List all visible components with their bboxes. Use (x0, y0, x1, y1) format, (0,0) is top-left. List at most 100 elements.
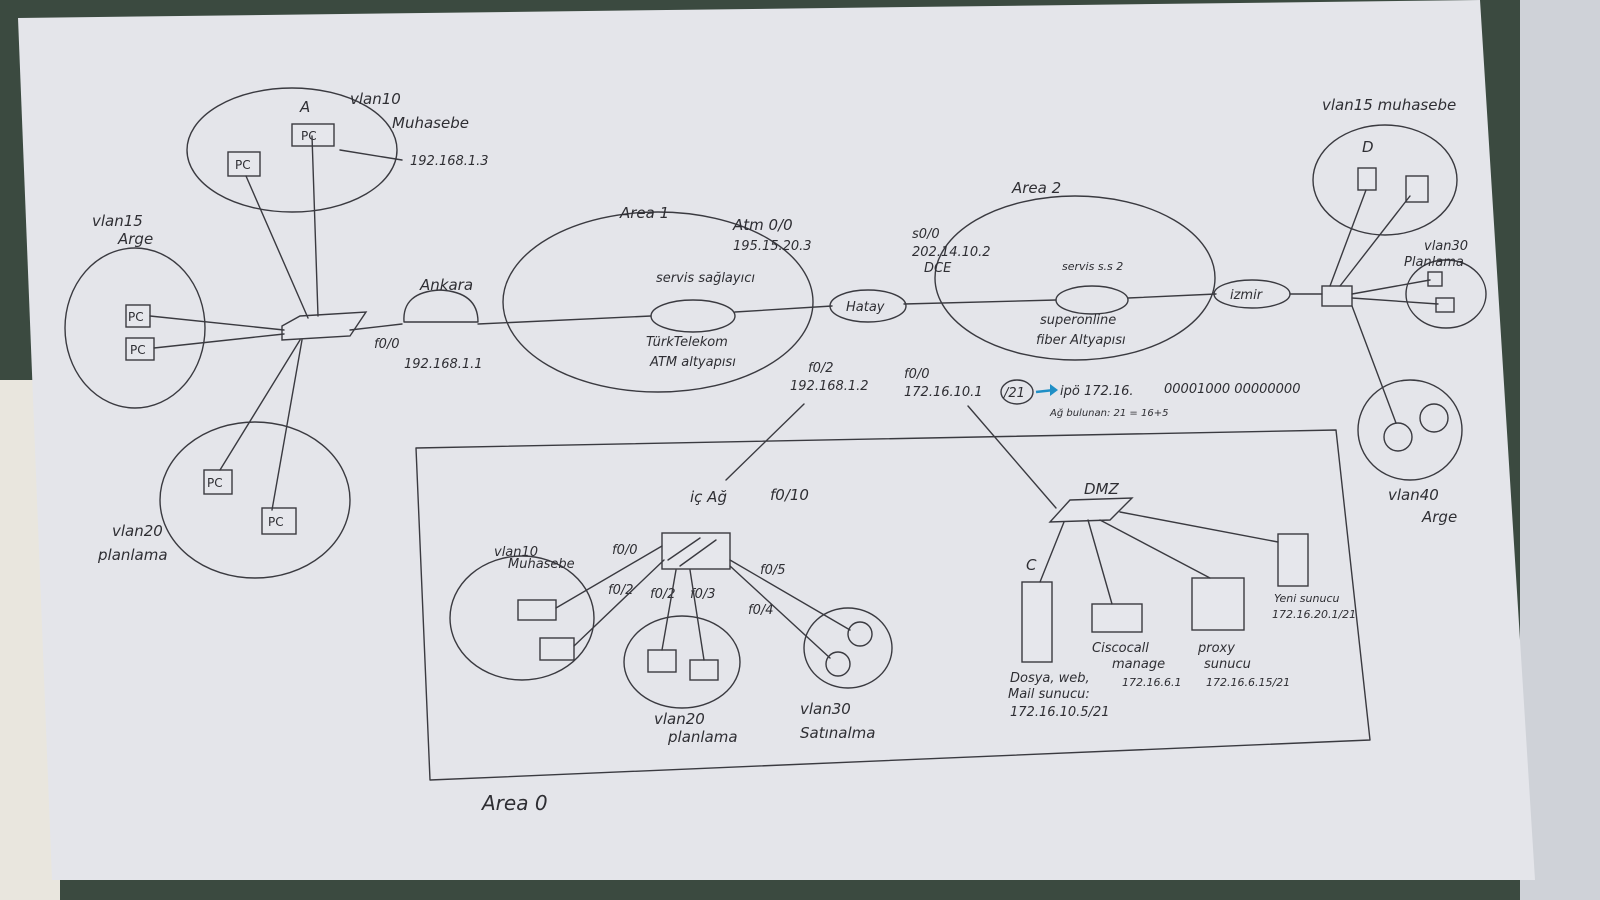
mask-label: /21 (1003, 386, 1025, 401)
pc-i1 (847, 621, 873, 647)
vlan30-right-label: vlan30 (1424, 239, 1468, 254)
svg-text:PC: PC (235, 158, 251, 172)
link-hatay-superonline (903, 299, 1057, 305)
dmz-label: DMZ (1084, 480, 1119, 498)
left-switch (281, 311, 368, 341)
vlan10-bottom-cloud (449, 555, 595, 681)
internal-switch (661, 532, 731, 570)
area1-label: Area 1 (619, 204, 669, 222)
pc-e2 (1435, 297, 1455, 313)
muhasebe-bottom-label: Muhasebe (508, 557, 575, 572)
link-h2-switch (689, 569, 705, 661)
link-pc-a2-switch (245, 175, 309, 319)
internal-switch-hatch (667, 537, 717, 567)
link-switch-e1 (1351, 279, 1431, 295)
pc-i2 (825, 651, 851, 677)
vlan20-bottom-cloud (623, 615, 741, 709)
f014-label: f0/4 (748, 603, 774, 618)
vlan40-right-label: vlan40 (1388, 486, 1439, 504)
link-pc-d1-switch (1329, 189, 1367, 287)
planlama-right-label: Planlama (1404, 255, 1464, 270)
pc-h2 (689, 659, 719, 681)
link-pc-a1-switch (311, 135, 319, 317)
ip-note-bits: 00001000 00000000 (1164, 382, 1300, 397)
svg-text:PC: PC (128, 310, 144, 324)
pc-c1: PC (203, 469, 233, 495)
area1-cloud (502, 211, 814, 393)
dmz-switch (1048, 497, 1134, 523)
f02-label: f0/2 (808, 361, 834, 376)
svg-text:PC: PC (130, 343, 146, 357)
servis-2-label: servis s.s 2 (1062, 260, 1123, 273)
ip-note-label: ipö 172.16. (1060, 384, 1134, 399)
vlan15-right-label: vlan15 muhasebe (1322, 96, 1456, 114)
vlan30-bottom-label: vlan30 (800, 700, 851, 718)
link-pc-b2-switch (153, 333, 285, 349)
vlan10-muhasebe-cloud (186, 87, 398, 213)
letter-d: D (1362, 138, 1374, 156)
vlan10-top-label: vlan10 (350, 90, 401, 108)
vlan10-bottom-label: vlan10 (494, 545, 538, 560)
atm-altyapisi-label: ATM altyapısı (649, 355, 736, 370)
ic-ag-label: iç Ağ (690, 488, 727, 506)
planlama-bottom-label: planlama (667, 728, 738, 746)
letter-a: A (299, 98, 310, 116)
link-tt-hatay (734, 305, 833, 313)
f013-label: f0/3 (690, 587, 716, 602)
link-g1-switch (555, 545, 663, 609)
link-switch-vlan40 (1351, 305, 1397, 424)
pc-h1 (647, 649, 677, 673)
ankara-router (403, 289, 479, 323)
vlan30-right-cloud (1405, 259, 1487, 329)
muhasebe-top-label: Muhasebe (392, 114, 469, 132)
svg-text:PC: PC (301, 129, 317, 143)
f0110-label: f0/10 (770, 486, 809, 504)
f02b-label: f0/2 (650, 587, 676, 602)
vlan20-bottom-label: vlan20 (654, 710, 705, 728)
link-pc-d2-switch (1339, 195, 1411, 287)
link-switch-ankara (349, 323, 403, 331)
manage-label: manage (1112, 657, 1165, 672)
hatay-router (829, 289, 907, 323)
fiber-label: fiber Altyapısı (1036, 333, 1126, 348)
link-dmz-proxy (1099, 519, 1211, 579)
link-ankara-tt (477, 315, 652, 325)
vlan15-left-label: vlan15 (92, 212, 143, 230)
yeni-sunucu-label: Yeni sunucu (1274, 592, 1339, 605)
f012-label: f0/2 (608, 583, 634, 598)
link-hatay-dmz (967, 405, 1057, 509)
paper-sheet (18, 0, 1535, 880)
link-dmz-dosya (1039, 521, 1065, 583)
ankara-ip-label: 192.168.1.1 (404, 357, 483, 372)
vlan20-planlama-cloud (159, 421, 351, 579)
ankara-label: Ankara (419, 276, 473, 294)
mask-circle (1000, 379, 1034, 405)
pc-g1 (517, 599, 557, 621)
ankara-f00-label: f0/0 (374, 337, 400, 352)
arge-right-label: Arge (1421, 508, 1457, 526)
atm-ip-label: 195.15.20.3 (733, 239, 812, 254)
right-switch (1321, 285, 1353, 307)
area2-label: Area 2 (1011, 179, 1061, 197)
f02-ip-label: 192.168.1.2 (790, 379, 869, 394)
server-ciscocall (1091, 603, 1143, 633)
server-dosya (1021, 581, 1053, 663)
link-g2-switch (573, 559, 665, 647)
proxy-label: proxy (1197, 641, 1235, 656)
server-proxy (1191, 577, 1245, 631)
server-yeni (1277, 533, 1309, 587)
ip-top-label: 192.168.1.3 (410, 154, 489, 169)
vlan20-left-label: vlan20 (112, 522, 163, 540)
pc-a2: PC (227, 151, 261, 177)
ag-note-label: Ağ bulunan: 21 = 16+5 (1049, 408, 1168, 419)
dce-label: DCE (924, 261, 952, 276)
link-switch-i1 (729, 559, 851, 631)
vlan15-arge-cloud (64, 247, 206, 409)
ip-pointer-line (339, 149, 403, 161)
proxy-ip-label: 172.16.6.15/21 (1206, 676, 1290, 689)
note-arrow-head (1050, 384, 1058, 396)
pc-f2 (1419, 403, 1449, 433)
ciscocall-ip-label: 172.16.6.1 (1122, 676, 1181, 689)
link-pc-c1-switch (219, 339, 301, 471)
